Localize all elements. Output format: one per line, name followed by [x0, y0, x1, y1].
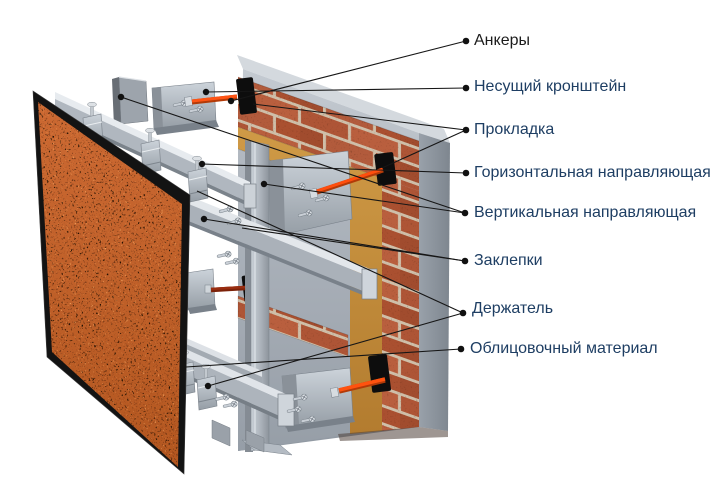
callout-dot: [461, 209, 469, 217]
callout-line: [252, 103, 467, 131]
rail-end-section: [243, 183, 257, 209]
wall-side-face: [419, 133, 450, 431]
callout-dot: [461, 257, 469, 265]
bracket: [185, 268, 217, 314]
anchor-bolt: [204, 284, 246, 294]
callout-line: [205, 87, 467, 93]
callout-target-dot: [260, 180, 268, 188]
rail-foot: [211, 419, 231, 447]
callout-label-2: Прокладка: [474, 121, 554, 138]
callout-dot: [459, 309, 467, 317]
callout-target-dot: [204, 382, 212, 390]
callout-dot: [457, 345, 465, 353]
callout-line: [241, 227, 466, 262]
callout-dot: [462, 37, 470, 45]
brackets: [151, 81, 355, 432]
callout-line: [120, 96, 466, 214]
callout-label-0: Анкеры: [474, 32, 530, 49]
anchor-bolt: [184, 94, 238, 107]
callout-dot: [462, 126, 470, 134]
callout-label-1: Несущий кронштейн: [474, 78, 626, 95]
callout-line: [185, 348, 462, 368]
callout-dot: [462, 169, 470, 177]
callout-label-5: Заклепки: [474, 252, 543, 269]
gasket: [374, 152, 397, 186]
callout-label-3: Горизонтальная направляющая: [474, 164, 711, 181]
callout-target-dot: [198, 160, 206, 168]
wall-bottom-shadow: [338, 427, 448, 441]
callout-dot: [462, 84, 470, 92]
anchor-bolt: [330, 377, 386, 398]
callout-line: [207, 312, 464, 387]
callout-label-7: Облицовочный материал: [470, 340, 658, 357]
callout-line: [203, 218, 466, 262]
callout-line: [381, 129, 467, 169]
rail-end-section: [361, 268, 378, 300]
callout-target-dot: [200, 215, 208, 223]
bracket: [281, 367, 355, 432]
callout-target-dot: [202, 88, 210, 96]
callout-label-4: Вертикальная направляющая: [474, 204, 696, 221]
callout-target-dot: [117, 93, 125, 101]
gasket: [236, 77, 257, 115]
vertical-rail-top-left: [112, 76, 149, 127]
cladding-panel: [32, 90, 191, 475]
callout-line: [263, 183, 466, 214]
callout-label-6: Держатель: [472, 300, 553, 317]
callout-target-dot: [227, 97, 235, 105]
rail-foot: [245, 429, 265, 453]
callout-line: [196, 190, 464, 314]
